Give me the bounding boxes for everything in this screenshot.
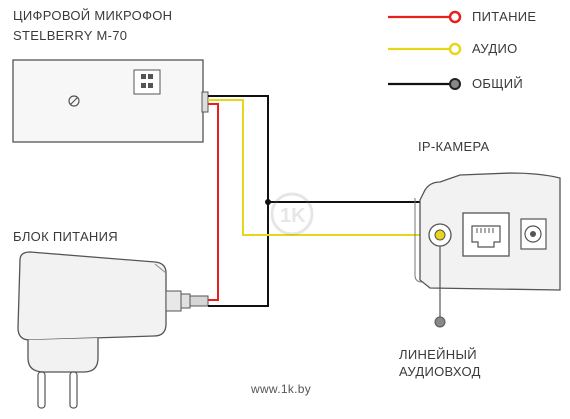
footer-site: www.1k.by: [251, 382, 312, 396]
legend-label-common: ОБЩИЙ: [472, 76, 524, 91]
wire-power: [208, 103, 219, 301]
microphone-title: ЦИФРОВОЙ МИКРОФОН: [13, 8, 173, 23]
line-input-label-2: АУДИОВХОД: [399, 364, 481, 379]
legend-marker-audio: [448, 42, 462, 56]
line-input-label-1: ЛИНЕЙНЫЙ: [399, 347, 477, 362]
line-input-marker: [434, 316, 446, 328]
plug-pin: [37, 371, 46, 409]
wires: [208, 95, 440, 307]
wire-junction: [265, 199, 271, 205]
microphone-connector: [201, 91, 209, 113]
microphone-box: [12, 59, 209, 143]
legend-label-power: ПИТАНИЕ: [472, 9, 537, 24]
legend-marker-common: [449, 78, 461, 90]
power-supply-icon: [17, 251, 209, 409]
ip-camera-icon: [414, 172, 561, 328]
legend-marker-power: [448, 10, 462, 24]
legend-label-audio: АУДИО: [472, 41, 518, 56]
screw-icon: [68, 95, 80, 107]
legend-wires: [388, 10, 462, 90]
svg-text:1K: 1K: [280, 205, 306, 227]
wire-audio: [208, 99, 440, 236]
dip-switch-icon: [133, 69, 161, 95]
plug-pin: [69, 371, 78, 409]
watermark-logo: 1K: [270, 192, 314, 236]
power-supply-title: БЛОК ПИТАНИЯ: [13, 229, 118, 244]
microphone-model: STELBERRY M-70: [13, 28, 128, 43]
camera-title: IP-КАМЕРА: [418, 139, 490, 154]
